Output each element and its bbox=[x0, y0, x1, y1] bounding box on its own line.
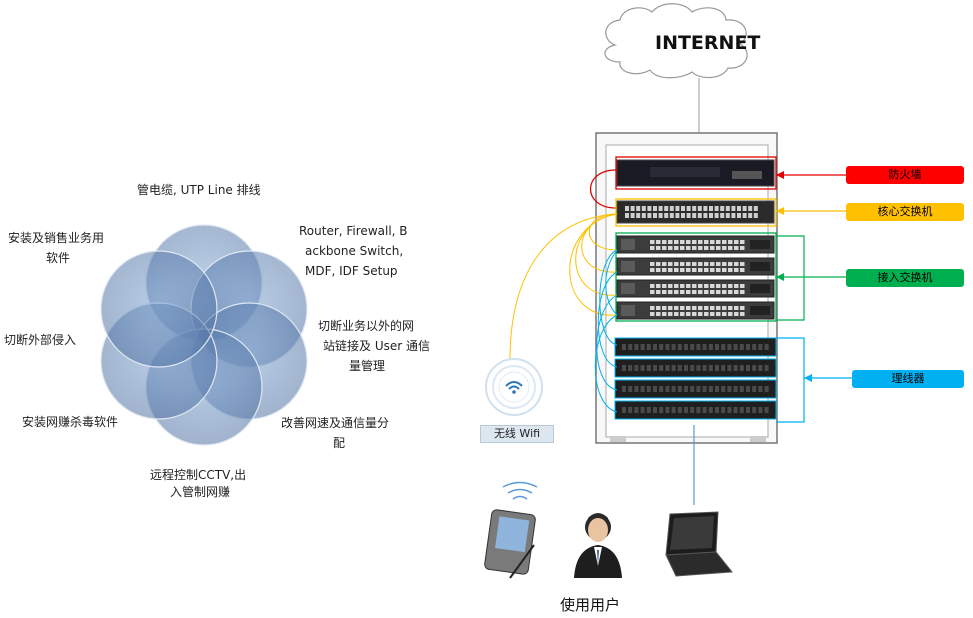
service-label-cctv-1: 远程控制CCTV,出 bbox=[150, 468, 247, 482]
patch-panel-tag: 理线器 bbox=[852, 370, 964, 388]
core-switch-device bbox=[616, 200, 775, 224]
firewall-tag: 防火墙 bbox=[846, 166, 964, 184]
laptop-icon bbox=[665, 511, 733, 577]
wifi-label: 无线 Wifi bbox=[480, 425, 554, 443]
user-person-icon bbox=[574, 513, 622, 578]
service-label-traffic-1: 切断业务以外的网 bbox=[318, 319, 415, 333]
service-label-cctv-2: 入管制网赚 bbox=[170, 485, 231, 499]
service-label-speed-2: 配 bbox=[333, 436, 346, 450]
access-switch-device bbox=[616, 279, 775, 298]
service-label-speed-1: 改善网速及通信量分 bbox=[281, 416, 390, 430]
service-label-router-3: MDF, IDF Setup bbox=[305, 264, 398, 278]
internet-cloud bbox=[604, 3, 748, 79]
service-label-traffic-3: 量管理 bbox=[349, 359, 386, 373]
access-switch-tag: 接入交换机 bbox=[846, 269, 964, 287]
service-label-router-1: Router, Firewall, B bbox=[299, 224, 408, 238]
patch-panel-device bbox=[614, 358, 777, 378]
service-label-intrusion: 切断外部侵入 bbox=[4, 333, 77, 347]
patch-panel-device bbox=[614, 379, 777, 399]
service-label-software-1: 安装及销售业务用 bbox=[8, 231, 105, 245]
patch-panel-device bbox=[614, 400, 777, 420]
wifi-ap-ring-outer bbox=[485, 358, 543, 416]
patch-panel-device bbox=[614, 337, 777, 357]
service-label-cabling: 管电缆, UTP Line 排线 bbox=[137, 183, 261, 197]
service-label-router-2: ackbone Switch, bbox=[305, 244, 404, 258]
core-switch-tag: 核心交换机 bbox=[846, 203, 964, 221]
access-switch-device bbox=[616, 257, 775, 276]
users-label: 使用用户 bbox=[560, 596, 621, 614]
pda-device-icon bbox=[484, 481, 538, 579]
petal-circle bbox=[100, 250, 218, 368]
access-switch-device bbox=[616, 235, 775, 254]
wifi-icon bbox=[505, 381, 523, 390]
service-label-software-2: 软件 bbox=[46, 251, 71, 265]
network-rack-diagram bbox=[484, 3, 852, 579]
service-petal-diagram bbox=[100, 224, 308, 446]
service-label-traffic-2: 站链接及 User 通信 bbox=[323, 339, 430, 353]
service-label-antivirus: 安装网赚杀毒软件 bbox=[22, 415, 119, 429]
internet-label: INTERNET bbox=[655, 32, 761, 54]
access-switch-device bbox=[616, 301, 775, 320]
